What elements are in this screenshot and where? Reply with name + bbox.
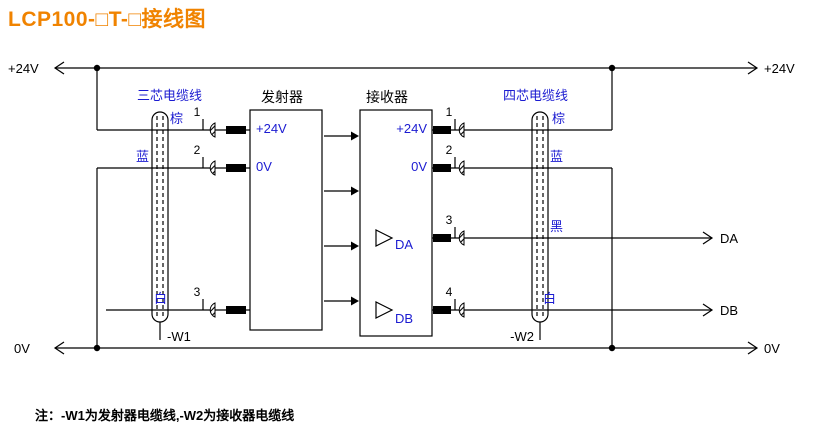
pin-markers: 1 2 3 1 2 3 4 bbox=[194, 105, 456, 310]
wire-color-label: 棕 bbox=[170, 111, 183, 126]
right-cable: 四芯电缆线 -W2 棕 蓝 黑 白 bbox=[503, 88, 568, 344]
transmitter-label: 发射器 bbox=[261, 89, 303, 105]
terminal-block bbox=[226, 126, 246, 134]
terminal-block bbox=[433, 234, 451, 242]
pin-number: 2 bbox=[194, 143, 201, 157]
signal-arrows bbox=[324, 131, 359, 306]
rail-label-top-right: +24V bbox=[764, 61, 795, 76]
connector-plug-icon bbox=[209, 302, 216, 318]
amplifier-icon bbox=[375, 229, 394, 247]
left-arrow-icon bbox=[53, 61, 65, 75]
pin-number: 2 bbox=[446, 143, 453, 157]
junction-dot bbox=[608, 64, 616, 72]
note-text: 注：-W1为发射器电缆线,-W2为接收器电缆线 bbox=[35, 408, 294, 423]
pin-number: 3 bbox=[194, 285, 201, 299]
pin-number: 3 bbox=[446, 213, 453, 227]
junction-dot bbox=[93, 344, 101, 352]
connector-plug-icon bbox=[458, 122, 465, 138]
diagram-title: LCP100-□T-□接线图 bbox=[8, 7, 206, 31]
junction-dot bbox=[93, 64, 101, 72]
junction-dot bbox=[608, 344, 616, 352]
wire-color-label: 白 bbox=[154, 291, 167, 306]
transmitter-box bbox=[249, 109, 323, 331]
right-arrow-icon bbox=[747, 341, 759, 355]
arrow-head-icon bbox=[351, 131, 359, 141]
pin-number: 4 bbox=[446, 285, 453, 299]
receiver-label: 接收器 bbox=[366, 89, 408, 105]
cable-type-label: 四芯电缆线 bbox=[503, 88, 568, 103]
wire-color-label: 蓝 bbox=[136, 149, 149, 164]
terminal-block bbox=[433, 164, 451, 172]
right-arrow-icon bbox=[747, 61, 759, 75]
terminal-label-0v: 0V bbox=[411, 159, 427, 174]
terminal-block bbox=[226, 306, 246, 314]
wire-color-label: 白 bbox=[543, 291, 556, 306]
rail-label-bottom-right: 0V bbox=[764, 341, 780, 356]
pin-number: 1 bbox=[194, 105, 201, 119]
pin-number: 1 bbox=[446, 105, 453, 119]
terminal-label-da: DA bbox=[395, 237, 413, 252]
terminal-block bbox=[433, 126, 451, 134]
terminal-label-24v: +24V bbox=[256, 121, 287, 136]
wire-color-label: 棕 bbox=[552, 111, 565, 126]
terminal-label-0v: 0V bbox=[256, 159, 272, 174]
arrow-head-icon bbox=[351, 241, 359, 251]
receiver: 接收器 +24V 0V DA DB bbox=[359, 89, 451, 337]
right-arrow-icon bbox=[702, 231, 714, 245]
transmitter: 发射器 +24V 0V bbox=[226, 89, 323, 331]
wire-color-label: 蓝 bbox=[550, 149, 563, 164]
connectors bbox=[209, 122, 465, 318]
left-cable: 三芯电缆线 -W1 棕 蓝 白 bbox=[136, 88, 202, 344]
terminal-block bbox=[226, 164, 246, 172]
terminal-block bbox=[433, 306, 451, 314]
arrow-head-icon bbox=[351, 186, 359, 196]
receiver-box bbox=[359, 109, 433, 337]
connector-plug-icon bbox=[458, 230, 465, 246]
wire-color-label: 黑 bbox=[550, 219, 563, 234]
connector-plug-icon bbox=[209, 160, 216, 176]
arrow-head-icon bbox=[351, 296, 359, 306]
cable-type-label: 三芯电缆线 bbox=[137, 88, 202, 103]
rail-label-bottom-left: 0V bbox=[14, 341, 30, 356]
output-label-db: DB bbox=[720, 303, 738, 318]
terminal-label-24v: +24V bbox=[396, 121, 427, 136]
left-arrow-icon bbox=[53, 341, 65, 355]
output-label-da: DA bbox=[720, 231, 738, 246]
cable-designator: -W1 bbox=[167, 329, 191, 344]
terminal-label-db: DB bbox=[395, 311, 413, 326]
connector-plug-icon bbox=[209, 122, 216, 138]
power-rails: +24V +24V 0V 0V bbox=[8, 61, 795, 356]
rail-label-top-left: +24V bbox=[8, 61, 39, 76]
amplifier-icon bbox=[375, 301, 394, 319]
connector-plug-icon bbox=[458, 302, 465, 318]
right-arrow-icon bbox=[702, 303, 714, 317]
connector-plug-icon bbox=[458, 160, 465, 176]
outputs: DA DB bbox=[702, 231, 738, 318]
cable-designator: -W2 bbox=[510, 329, 534, 344]
